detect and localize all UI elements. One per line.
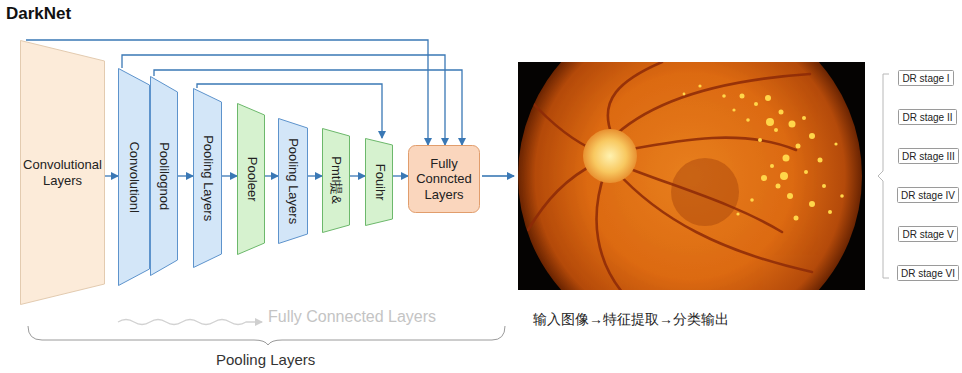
class-output-box: DR stage I: [898, 70, 954, 86]
flow-arrow: [178, 175, 193, 176]
class-label: DR stage II: [902, 112, 952, 123]
pipeline-caption: 输入图像→特征提取→分类输出: [533, 311, 729, 329]
class-label: DR stage VI: [901, 268, 955, 279]
flow-arrow: [350, 175, 365, 176]
class-output-box: DR stage II: [898, 109, 957, 125]
layer-label: Poolilognod: [157, 142, 171, 210]
layer-label: Pooling Layers: [286, 138, 300, 224]
fc-layer-box: Fully Conncted Layers: [408, 145, 480, 213]
layer-label: Pooleer: [244, 157, 258, 202]
flow-arrow: [105, 175, 118, 176]
pool-layer-block: Pooling Layers: [278, 118, 308, 244]
flow-arrow: [222, 175, 237, 176]
flow-arrow: [393, 175, 408, 176]
class-label: DR stage V: [902, 229, 953, 240]
class-output-box: DR stage IV: [897, 187, 959, 203]
pool-layer-block: Pooleer: [237, 103, 265, 255]
faded-wavy-arrow: [118, 320, 262, 325]
flow-arrow: [265, 175, 278, 176]
fundus-photo: [518, 62, 865, 290]
diagram-title: DarkNet: [6, 4, 71, 24]
output-bracket: [878, 74, 889, 278]
class-output-box: DR stage III: [898, 148, 959, 164]
faded-note: Fully Connected Layers: [268, 308, 436, 326]
group-bracket: [28, 326, 505, 345]
output-arrow: [482, 175, 514, 177]
class-label: DR stage I: [902, 73, 949, 84]
class-output-box: DR stage VI: [897, 265, 959, 281]
group-label: Pooling Layers: [216, 351, 315, 368]
layer-label: Pmtl提&: [329, 157, 343, 205]
pool-layer-block: Pooling Layers: [193, 88, 222, 268]
layer-label: Convolutional Layers: [23, 157, 102, 188]
class-label: DR stage IV: [901, 190, 955, 201]
class-output-box: DR stage V: [898, 226, 958, 242]
layer-label: Fouihr: [372, 164, 386, 201]
layer-block: Pmtl提&: [322, 128, 350, 233]
layer-label: Fully Conncted Layers: [411, 156, 477, 203]
input-layer-block: Convolutional Layers: [20, 40, 105, 305]
pool-layer-block: Poolilognod: [150, 76, 178, 276]
layer-label: Convolutionl: [127, 141, 141, 213]
layer-label: Pooling Layers: [200, 135, 214, 221]
class-label: DR stage III: [902, 151, 955, 162]
layer-block: Fouihr: [365, 138, 393, 226]
flow-arrow: [308, 175, 322, 176]
conv-layer-block: Convolutionl: [118, 68, 150, 286]
